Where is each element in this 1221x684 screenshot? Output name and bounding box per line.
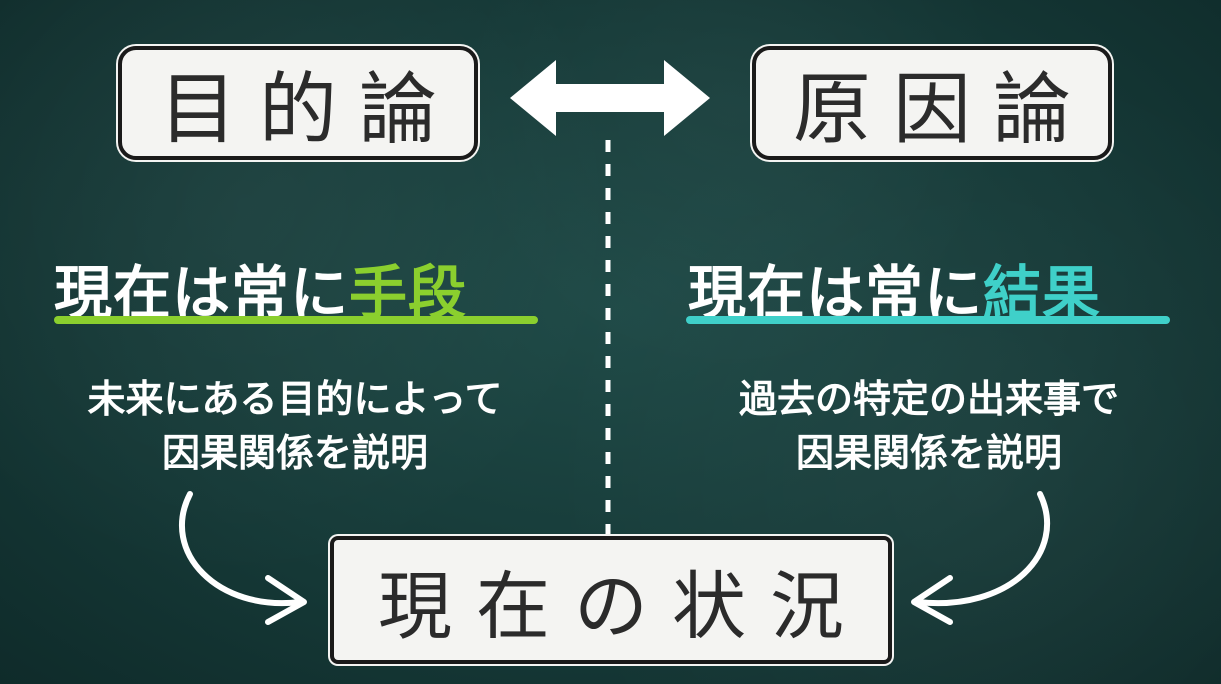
teleology-description-line: 未来にある目的によって: [87, 377, 503, 421]
teleology-headline-prefix: 現在は常に: [54, 259, 350, 327]
curved-arrow-left-icon: [178, 491, 307, 625]
current-situation-title: 現在の状況: [378, 563, 868, 650]
etiology-description: 過去の特定の出来事で 因果関係を説明: [646, 372, 1212, 480]
etiology-description-line: 過去の特定の出来事で: [738, 377, 1119, 421]
etiology-headline: 現在は常に結果: [688, 246, 1101, 330]
etiology-title: 原因論: [792, 65, 1093, 155]
double-headed-arrow-icon: [510, 60, 710, 136]
teleology-headline-accent: 手段: [349, 259, 468, 327]
teleology-description-line: 因果関係を説明: [161, 431, 428, 475]
current-situation-box: 現在の状況: [330, 536, 892, 664]
teleology-description: 未来にある目的によって 因果関係を説明: [10, 372, 580, 480]
etiology-headline-underline: [686, 316, 1170, 324]
teleology-headline: 現在は常に手段: [54, 246, 467, 330]
teleology-title: 目的論: [158, 65, 459, 155]
curved-arrow-right-icon: [911, 491, 1051, 625]
etiology-headline-prefix: 現在は常に: [688, 259, 984, 327]
teleology-headline-underline: [54, 316, 538, 324]
teleology-title-box: 目的論: [118, 46, 478, 160]
etiology-headline-accent: 結果: [983, 259, 1102, 327]
etiology-description-line: 因果関係を説明: [795, 431, 1062, 475]
etiology-title-box: 原因論: [752, 46, 1112, 160]
